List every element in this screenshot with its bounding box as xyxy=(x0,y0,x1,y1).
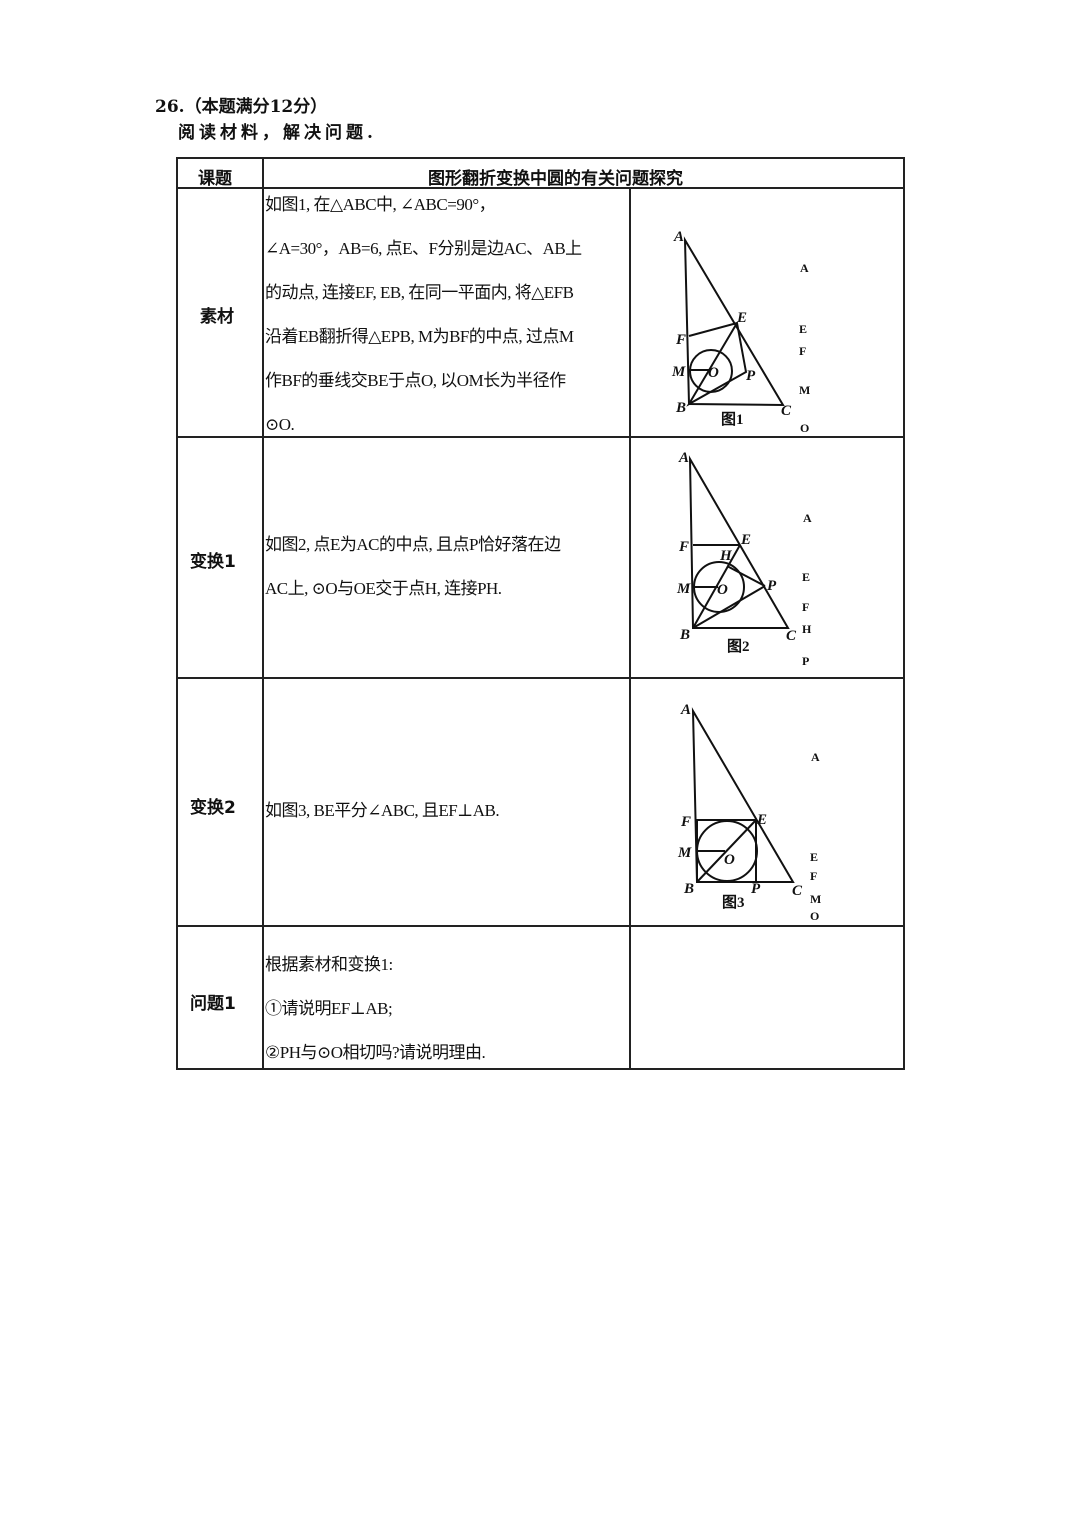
side-letter: M xyxy=(810,892,821,906)
text-line: 如图1, 在△ABC中, ∠ABC=90°， xyxy=(265,195,496,214)
point-label: F xyxy=(680,814,691,830)
figure-3: A B C E F M O P 图3 A E F M O xyxy=(677,702,821,923)
text-line: 作BF的垂线交BE于点O, 以OM长为半径作 xyxy=(265,371,566,390)
side-letter: O xyxy=(800,421,809,435)
figure-2: A B C E F H M O P 图2 A E F H P xyxy=(676,450,812,668)
point-label: E xyxy=(756,812,767,828)
row-divider xyxy=(178,677,903,679)
triangle-abc xyxy=(683,236,785,407)
side-letter: E xyxy=(799,322,807,336)
text-line: ∠A=30°，AB=6, 点E、F分别是边AC、AB上 xyxy=(265,239,582,258)
fold-lines xyxy=(686,321,748,407)
text-line: 沿着EB翻折得△EPB, M为BF的中点, 过点M xyxy=(265,327,574,346)
col-divider xyxy=(629,187,631,1068)
point-label: P xyxy=(751,881,761,897)
point-label: C xyxy=(786,628,797,644)
point-label: O xyxy=(724,852,735,868)
point-label: M xyxy=(677,845,692,861)
segment-hp xyxy=(726,565,766,587)
point-label: H xyxy=(719,548,733,564)
question-intro: 阅读材料，解决问题. xyxy=(178,123,377,143)
problem-table: 课题 图形翻折变换中圆的有关问题探究 素材 如图1, 在△ABC中, ∠ABC=… xyxy=(176,157,905,1070)
row-text-transform1: 如图2, 点E为AC的中点, 且点P恰好落在边 AC上, ⊙O与OE交于点H, … xyxy=(265,523,561,611)
point-label: B xyxy=(679,627,690,643)
circle-o xyxy=(693,561,745,613)
row-label-transform2: 变换2 xyxy=(190,798,236,818)
point-label: C xyxy=(781,403,792,419)
figure-1: A B C E F M O P 图1 A E F M O xyxy=(671,229,810,435)
figure-caption: 图1 xyxy=(721,411,744,428)
row-divider xyxy=(178,925,903,927)
triangle-abc xyxy=(688,455,790,629)
point-label: M xyxy=(671,364,686,380)
row-divider xyxy=(178,436,903,438)
figure-caption: 图2 xyxy=(727,638,750,655)
side-letter: A xyxy=(800,261,809,275)
circle-o xyxy=(689,349,733,393)
point-label: A xyxy=(680,702,691,718)
point-label: C xyxy=(792,883,803,899)
side-letter: E xyxy=(802,570,810,584)
point-label: B xyxy=(675,400,686,416)
side-letter: O xyxy=(810,909,819,923)
row-text-transform2: 如图3, BE平分∠ABC, 且EF⊥AB. xyxy=(265,789,500,833)
question-number-title: 26.（本题满分12分） xyxy=(155,97,328,117)
point-label: M xyxy=(676,581,691,597)
text-line: ②PH与⊙O相切吗?请说明理由. xyxy=(265,1043,486,1062)
side-letter: A xyxy=(803,511,812,525)
figure-caption: 图3 xyxy=(722,894,745,911)
segment-be xyxy=(696,819,757,883)
text-line: AC上, ⊙O与OE交于点H, 连接PH. xyxy=(265,579,502,598)
point-label: E xyxy=(740,532,751,548)
side-letter: F xyxy=(802,600,809,614)
side-letter: F xyxy=(810,869,817,883)
point-label: O xyxy=(717,582,728,598)
triangle-abc xyxy=(691,707,795,883)
segment-bp xyxy=(692,585,766,629)
circle-o xyxy=(696,820,758,882)
point-label: P xyxy=(767,578,777,594)
point-label: O xyxy=(708,365,719,381)
row-label-transform1: 变换1 xyxy=(190,552,236,572)
row-label-material: 素材 xyxy=(200,307,234,327)
text-line: 如图2, 点E为AC的中点, 且点P恰好落在边 xyxy=(265,535,561,554)
text-line: 如图3, BE平分∠ABC, 且EF⊥AB. xyxy=(265,801,500,820)
point-label: A xyxy=(678,450,689,466)
side-letter: A xyxy=(811,750,820,764)
row-text-question1: 根据素材和变换1: ①请说明EF⊥AB; ②PH与⊙O相切吗?请说明理由. xyxy=(265,943,486,1075)
text-line: ①请说明EF⊥AB; xyxy=(265,999,393,1018)
row-text-material: 如图1, 在△ABC中, ∠ABC=90°， ∠A=30°，AB=6, 点E、F… xyxy=(265,183,582,447)
text-line: ⊙O. xyxy=(265,415,295,434)
side-letter: F xyxy=(799,344,806,358)
point-label: B xyxy=(683,881,694,897)
side-letter: M xyxy=(799,383,810,397)
row-label-question1: 问题1 xyxy=(190,994,236,1014)
header-topic: 课题 xyxy=(198,169,232,189)
point-label: F xyxy=(675,332,686,348)
col-divider xyxy=(262,159,264,1068)
point-label: F xyxy=(678,539,689,555)
side-letter: E xyxy=(810,850,818,864)
header-title: 图形翻折变换中圆的有关问题探究 xyxy=(428,169,683,189)
row-divider xyxy=(178,187,903,189)
side-letter: P xyxy=(802,654,809,668)
text-line: 的动点, 连接EF, EB, 在同一平面内, 将△EFB xyxy=(265,283,574,302)
point-label: E xyxy=(736,310,747,326)
point-label: P xyxy=(746,368,756,384)
side-letter: H xyxy=(802,622,812,636)
text-line: 根据素材和变换1: xyxy=(265,955,393,974)
point-label: A xyxy=(673,229,684,245)
